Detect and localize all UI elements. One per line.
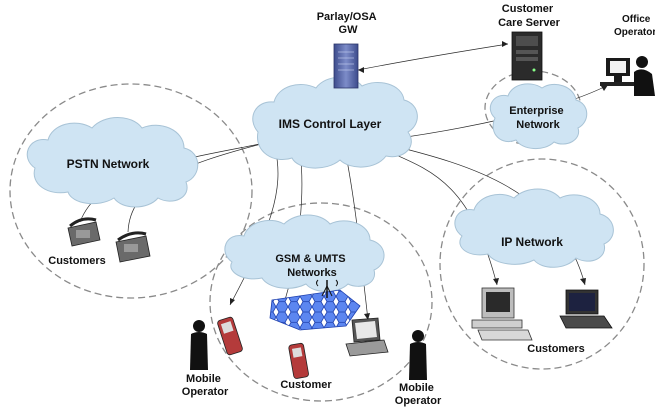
mobile-operator-left-label: Mobile Operator <box>182 373 229 398</box>
customer-care-server-label: Customer Care Server <box>498 3 560 29</box>
gsm-region-circle <box>209 202 433 402</box>
pstn-region-circle <box>9 83 253 299</box>
desktop-computer-icon <box>471 287 533 341</box>
ip-customers-label: Customers <box>527 343 584 355</box>
ip-network-label: IP Network <box>501 235 563 249</box>
ip-region-circle <box>439 158 645 370</box>
cell-tower-icon <box>316 279 338 298</box>
laptop-icon <box>559 289 613 329</box>
gsm-umts-networks-label: GSM & UMTS Networks <box>275 253 348 279</box>
ims-cloud <box>252 76 418 169</box>
customer-care-server-icon <box>511 31 543 81</box>
laptop-icon <box>345 317 389 357</box>
pstn-network-label: PSTN Network <box>67 157 150 171</box>
office-operator-label: Office Operator <box>614 14 655 38</box>
pstn-customers-label: Customers <box>48 255 105 267</box>
mobile-operator-right-label: Mobile Operator <box>395 382 442 407</box>
parlay-gw-server-icon <box>333 43 359 89</box>
enterprise-network-label: Enterprise Network <box>509 105 566 131</box>
pstn-cloud <box>26 117 199 208</box>
ip-cloud <box>454 188 614 268</box>
gsm-customer-label: Customer <box>280 379 332 391</box>
ims-control-layer-label: IMS Control Layer <box>279 117 382 131</box>
office-operator-icon <box>600 56 655 96</box>
mobile-operator-figure-icon <box>409 330 427 380</box>
mobile-phone-icon <box>217 316 243 356</box>
mobile-operator-figure-icon <box>190 320 208 370</box>
mobile-phone-icon <box>288 342 309 379</box>
desk-phone-icon <box>67 217 101 247</box>
gsm-cloud <box>224 214 385 292</box>
enterprise-cloud <box>489 83 588 149</box>
desk-phone-icon <box>115 231 151 263</box>
cellular-hex-grid <box>269 289 361 331</box>
parlay-gw-label: Parlay/OSA GW <box>317 11 380 36</box>
